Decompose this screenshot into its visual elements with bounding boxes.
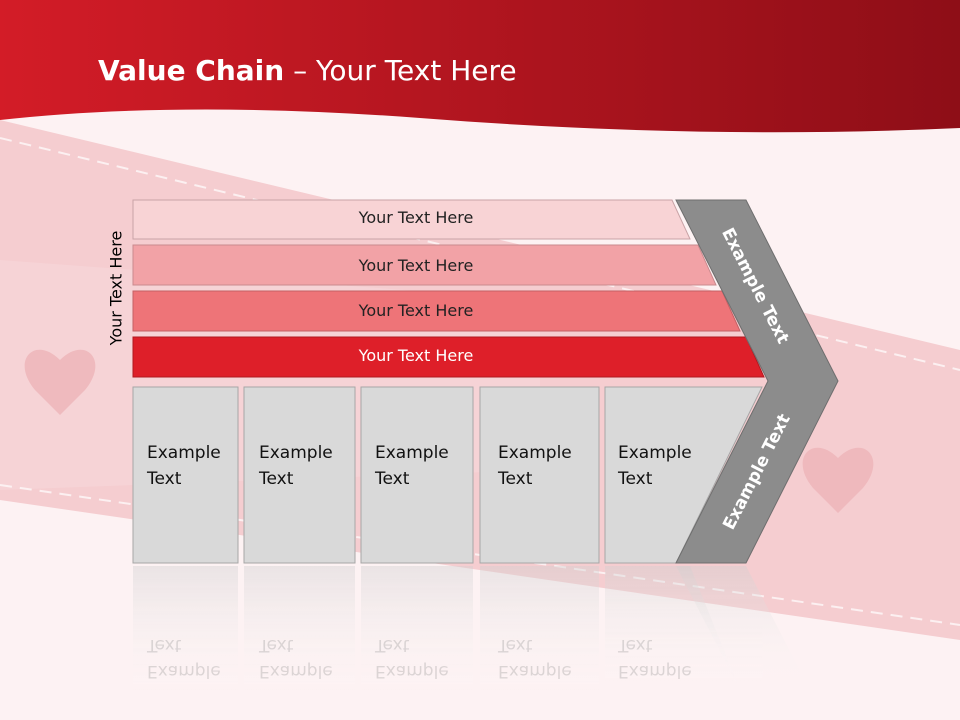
box-label-line1: Example xyxy=(147,443,221,463)
box-label-line2: Text xyxy=(259,469,294,489)
box-label-3: Example Text xyxy=(375,440,449,492)
chain-bar-2 xyxy=(132,244,717,286)
side-label: Your Text Here xyxy=(106,230,126,346)
reflection-line2: Text xyxy=(498,635,533,655)
reflection-line2: Text xyxy=(259,635,294,655)
box-label-line2: Text xyxy=(375,469,410,489)
reflection-line2: Text xyxy=(147,635,182,655)
box-label-line2: Text xyxy=(498,469,533,489)
box-label-5: Example Text xyxy=(618,440,692,492)
box-reflection-1: Example Text xyxy=(147,632,221,684)
heart-icon xyxy=(24,349,96,415)
reflection-line2: Text xyxy=(618,635,653,655)
chain-box-4 xyxy=(479,386,600,564)
box-label-line1: Example xyxy=(375,443,449,463)
box-label-2: Example Text xyxy=(259,440,333,492)
bar-label-2: Your Text Here xyxy=(358,256,474,275)
chain-box-1 xyxy=(132,386,239,564)
slide-title: Value Chain – Your Text Here xyxy=(98,54,517,87)
bar-label-3: Your Text Here xyxy=(358,301,474,320)
reflection-line2: Text xyxy=(375,635,410,655)
chain-bar-3 xyxy=(132,290,741,332)
box-label-line1: Example xyxy=(259,443,333,463)
box-reflection-5: Example Text xyxy=(618,632,692,684)
box-label-line2: Text xyxy=(147,469,182,489)
reflection-line1: Example xyxy=(375,661,449,681)
header-banner xyxy=(0,0,960,133)
chain-bar-4 xyxy=(132,336,765,378)
chain-box-3 xyxy=(360,386,474,564)
reflection-line1: Example xyxy=(618,661,692,681)
bar-label-1: Your Text Here xyxy=(358,208,474,227)
box-label-line1: Example xyxy=(498,443,572,463)
reflection-line1: Example xyxy=(498,661,572,681)
chain-box-2 xyxy=(243,386,356,564)
box-label-4: Example Text xyxy=(498,440,572,492)
box-label-line1: Example xyxy=(618,443,692,463)
title-rest: – Your Text Here xyxy=(284,54,517,87)
chain-bar-1 xyxy=(132,199,691,240)
box-label-1: Example Text xyxy=(147,440,221,492)
boxes-reflection xyxy=(133,566,810,696)
title-bold: Value Chain xyxy=(98,54,285,87)
box-reflection-3: Example Text xyxy=(375,632,449,684)
box-reflection-4: Example Text xyxy=(498,632,572,684)
bar-label-4: Your Text Here xyxy=(358,346,474,365)
heart-icon xyxy=(802,447,874,513)
chevron-arrow xyxy=(675,199,839,564)
reflection-line1: Example xyxy=(147,661,221,681)
box-reflection-2: Example Text xyxy=(259,632,333,684)
reflection-line1: Example xyxy=(259,661,333,681)
box-label-line2: Text xyxy=(618,469,653,489)
